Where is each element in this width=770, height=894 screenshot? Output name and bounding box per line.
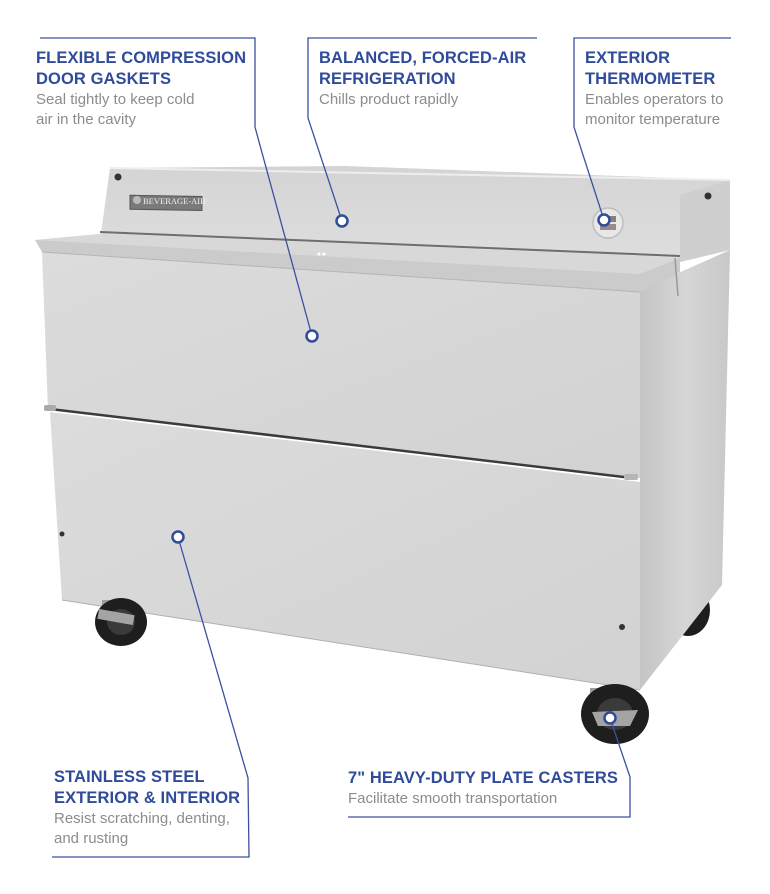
callout-casters: 7" HEAVY-DUTY PLATE CASTERS Facilitate s… bbox=[348, 768, 618, 809]
hotspot-thermometer[interactable] bbox=[597, 213, 611, 227]
svg-text:BEVERAGE-AIR: BEVERAGE-AIR bbox=[143, 196, 206, 206]
door-gasket-seam bbox=[49, 407, 633, 480]
callout-description: air in the cavity bbox=[36, 110, 137, 128]
callout-title: EXTERIOR & INTERIOR bbox=[54, 789, 241, 807]
callout-title: FLEXIBLE COMPRESSION bbox=[36, 49, 247, 67]
callout-title: 7" HEAVY-DUTY PLATE CASTERS bbox=[348, 769, 618, 787]
callout-stainless-steel: STAINLESS STEEL EXTERIOR & INTERIOR Resi… bbox=[54, 767, 240, 848]
callout-title: REFRIGERATION bbox=[319, 70, 456, 88]
callout-title: BALANCED, FORCED-AIR bbox=[319, 49, 527, 67]
cabinet-side-panel bbox=[640, 250, 730, 690]
callout-description: Chills product rapidly bbox=[319, 91, 459, 108]
callout-description: monitor temperature bbox=[585, 110, 721, 128]
callout-description: Facilitate smooth transportation bbox=[348, 790, 558, 807]
beverage-air-badge: BEVERAGE-AIR bbox=[129, 194, 206, 212]
callout-thermometer: EXTERIOR THERMOMETER Enables operators t… bbox=[585, 48, 723, 129]
upper-door-panel bbox=[42, 252, 640, 478]
lower-front-panel bbox=[50, 412, 640, 690]
callout-description: Resist scratching, denting, bbox=[54, 810, 230, 827]
leader-lines bbox=[40, 37, 731, 858]
front-left-caster bbox=[95, 598, 147, 646]
callout-description: and rusting bbox=[54, 829, 129, 847]
hotspot-stainless[interactable] bbox=[171, 530, 185, 544]
hotspot-casters[interactable] bbox=[603, 711, 617, 725]
callout-title: DOOR GASKETS bbox=[36, 70, 172, 88]
callout-refrigeration: BALANCED, FORCED-AIR REFRIGERATION Chill… bbox=[319, 48, 526, 110]
hotspot-gaskets[interactable] bbox=[305, 329, 319, 343]
callout-door-gaskets: FLEXIBLE COMPRESSION DOOR GASKETS Seal t… bbox=[36, 48, 246, 129]
hotspot-refrigeration[interactable] bbox=[335, 214, 349, 228]
callout-title: STAINLESS STEEL bbox=[54, 768, 205, 786]
callout-title: EXTERIOR bbox=[585, 49, 671, 67]
callout-description: Enables operators to bbox=[585, 91, 724, 108]
callout-title: THERMOMETER bbox=[585, 70, 716, 88]
callout-description: Seal tightly to keep cold bbox=[36, 91, 195, 108]
